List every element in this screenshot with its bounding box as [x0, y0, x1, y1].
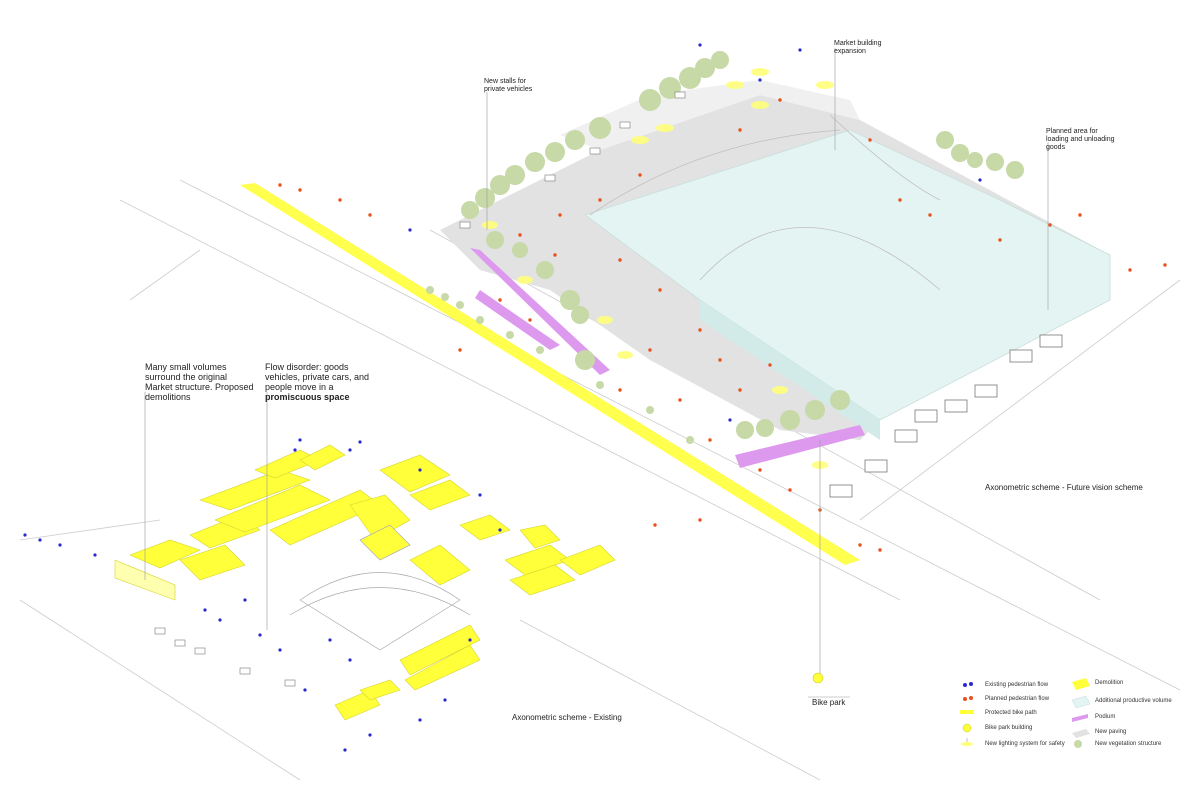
legend-lighting: New lighting system for safety — [985, 741, 1065, 747]
legend-icons — [960, 678, 1091, 748]
existing-pedestrian-flow — [23, 43, 982, 752]
annotation-new-stalls: New stalls for private vehicles — [484, 78, 533, 93]
annotation-flow-disorder-bold: promiscuous space — [265, 392, 350, 402]
planned-pedestrian-flow — [278, 98, 1167, 552]
annotation-flow-disorder: Flow disorder: goods vehicles, private c… — [265, 362, 385, 402]
legend-planned-pedestrian: Planned pedestrian flow — [985, 696, 1050, 702]
annotation-market-expansion: Market building expansion — [834, 40, 882, 55]
vegetation-trees — [426, 51, 1024, 444]
goods-vehicles — [829, 334, 1063, 498]
legend-productive-volume: Additional productive volume — [1095, 698, 1172, 704]
existing-market-roof — [289, 524, 471, 651]
existing-demolition-volumes — [114, 444, 616, 721]
protected-bike-path — [240, 183, 860, 565]
annotation-flow-disorder-text: Flow disorder: goods vehicles, private c… — [265, 362, 370, 392]
caption-future: Axonometric scheme - Future vision schem… — [985, 483, 1143, 492]
caption-existing: Axonometric scheme - Existing — [512, 713, 622, 722]
legend-demolition: Demolition — [1095, 680, 1124, 686]
legend-bike-park: Bike park building — [985, 725, 1033, 731]
leader-lines — [144, 48, 1049, 675]
private-cars — [154, 91, 686, 687]
legend-paving: New paving — [1095, 729, 1127, 735]
legend-podium: Podium — [1095, 714, 1116, 720]
legend-existing-pedestrian: Existing pedestrian flow — [985, 682, 1049, 688]
annotation-small-volumes: Many small volumes surround the original… — [145, 362, 254, 402]
annotation-loading-area: Planned area for loading and unloading g… — [1046, 128, 1115, 151]
annotation-bike-park: Bike park — [812, 698, 846, 707]
legend-vegetation: New vegetation structure — [1095, 741, 1162, 747]
legend-bike-path: Protected bike path — [985, 710, 1037, 716]
podium-strips — [470, 248, 865, 468]
bike-park-marker — [808, 672, 850, 698]
